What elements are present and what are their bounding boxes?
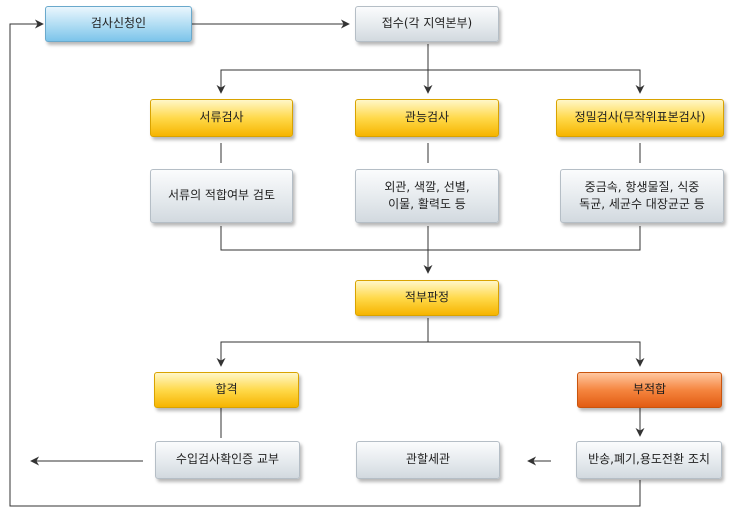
certificate-issue-box: 수입검사확인증 교부 — [155, 441, 300, 479]
reception-box: 접수(각 지역본부) — [355, 6, 499, 42]
sensory-inspection-box: 관능검사 — [355, 99, 499, 137]
pass-label: 합격 — [215, 382, 238, 397]
sensory-detail-box: 외관, 색깔, 선별, 이물, 활력도 등 — [355, 169, 499, 223]
reception-label: 접수(각 지역본부) — [381, 16, 473, 31]
precision-detail-label: 중금속, 항생물질, 식중 독균, 세균수 대장균군 등 — [579, 179, 705, 211]
disposal-box: 반송,폐기,용도전환 조치 — [576, 441, 722, 479]
document-inspection-label: 서류검사 — [199, 110, 244, 125]
feedback-loop — [9, 19, 641, 507]
document-inspection-box: 서류검사 — [150, 99, 293, 137]
certificate-issue-label: 수입검사확인증 교부 — [175, 452, 280, 467]
fail-box: 부적합 — [577, 372, 722, 408]
sensory-inspection-label: 관능검사 — [404, 110, 450, 125]
arrow-to-pass — [216, 341, 428, 367]
customs-label: 관할세관 — [405, 452, 451, 467]
applicant-label: 검사신청인 — [90, 16, 147, 31]
judgment-box: 적부판정 — [355, 280, 499, 316]
sensory-detail-label: 외관, 색깔, 선별, 이물, 활력도 등 — [384, 179, 470, 211]
connector-split-right — [428, 69, 645, 94]
customs-box: 관할세관 — [356, 441, 500, 479]
connector-split-left — [216, 69, 428, 94]
precision-inspection-box: 정밀검사(무작위표본검사) — [556, 99, 724, 137]
arrow-to-fail — [428, 341, 645, 367]
document-detail-box: 서류의 적합여부 검토 — [150, 169, 293, 223]
pass-box: 합격 — [154, 372, 299, 408]
disposal-label: 반송,폐기,용도전환 조치 — [588, 452, 710, 467]
judgment-label: 적부판정 — [404, 290, 450, 305]
precision-detail-box: 중금속, 항생물질, 식중 독균, 세균수 대장균군 등 — [560, 169, 724, 223]
fail-label: 부적합 — [632, 382, 667, 397]
document-detail-label: 서류의 적합여부 검토 — [168, 188, 275, 203]
precision-inspection-label: 정밀검사(무작위표본검사) — [574, 110, 706, 125]
applicant-box: 검사신청인 — [45, 6, 192, 42]
connector-merge — [220, 226, 641, 251]
